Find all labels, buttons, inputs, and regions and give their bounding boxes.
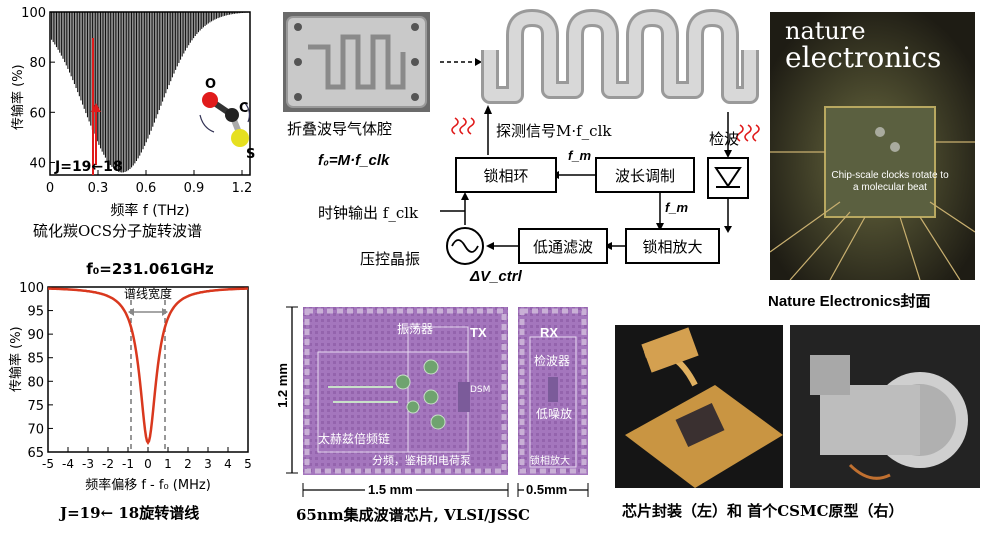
lockin-block: 锁相放大 [625,228,720,264]
system-diagram [440,9,760,265]
cover-tagline: Chip-scale clocks rotate to a molecular … [831,170,949,193]
spectrum-y-tick: 60 [29,106,46,121]
fm-label-1: f_m [568,148,592,163]
line-y-tick: 80 [27,375,44,390]
spectrum-y-label: 传输率 (%) [10,64,26,130]
chip-package-photo [615,325,783,488]
line-y-tick: 90 [27,328,44,343]
lpf-block: 低通滤波 [518,228,608,264]
probe-label: 探测信号M·f_clk [496,122,612,140]
cover-brand-top: nature [785,17,866,45]
line-x-tick: -5 [42,457,54,471]
f0-formula: f₀=M·f_clk [318,152,390,169]
chip-height-label: 1.2 mm [274,363,290,408]
line-y-tick: 100 [19,281,44,296]
signal-squiggle-left [451,117,475,135]
line-y-tick: 85 [27,352,44,367]
cover-brand-bottom: electronics [785,41,942,74]
line-x-tick: -1 [122,457,134,471]
spectrum-x-label: 频率 f (THz) [110,202,189,219]
cover-caption: Nature Electronics封面 [768,293,931,310]
nature-electronics-cover [770,12,975,280]
dsm-label: DSM [470,385,491,395]
pll-block: 锁相环 [455,157,557,193]
line-y-tick: 75 [27,399,44,414]
atom-s-label: S [246,147,255,162]
line-y-tick: 70 [27,422,44,437]
line-x-tick: -3 [82,457,94,471]
spectrum-y-tick: 40 [29,156,46,171]
vco-label: 压控晶振 [360,250,421,268]
line-y-tick: 65 [27,446,44,461]
j19-annotation: J=19←18 [54,159,123,175]
spectrum-y-tick: 80 [29,56,46,71]
chip-width-label-2: 0.5mm [524,482,570,497]
spectrum-x-tick: 0.9 [184,181,205,196]
rx-label: RX [540,325,559,340]
signal-squiggle-right [736,124,760,142]
waveguide-photo [283,12,430,112]
detector-label: 检波器 [534,354,571,368]
rx-chip-photo [518,307,588,475]
j19-arrowhead [91,103,101,112]
detector-diode-box [707,157,749,199]
waveguide-label: 折叠波导气体腔 [287,120,393,138]
line-x-tick: -2 [102,457,114,471]
lineshape-series [47,287,249,445]
line-x-tick: -4 [62,457,74,471]
folded-waveguide-icon [481,9,759,104]
line-x-tick: 5 [244,457,252,471]
spectrum-x-tick: 1.2 [232,181,253,196]
divider-label: 分频，鉴相和电荷泵 [372,454,471,467]
line-x-tick: 4 [224,457,232,471]
detect-label: 检波 [709,130,740,148]
fm-label-2: f_m [665,200,689,215]
oscillator-label: 振荡器 [397,322,434,336]
atom-o-label: O [205,77,216,92]
spectrum-y-tick: 100 [21,6,46,21]
line-shape-chart: f₀=231.061GHz 100 95 90 85 80 75 70 65 -5 -4 -3 -2… [8,260,252,493]
atom-c-label: C [239,101,249,116]
line-x-tick: 3 [204,457,212,471]
spectrum-x-tick: 0 [46,181,54,196]
tx-chip-photo [303,307,508,475]
spectrum-frame [49,11,251,176]
lna-label: 低噪放 [536,407,573,421]
csmc-prototype-photo [790,325,980,488]
line-x-tick: 1 [164,457,172,471]
thz-chain-label: 太赫兹倍频链 [318,432,391,446]
line-x-tick: 0 [144,457,152,471]
line-chart-title: f₀=231.061GHz [86,260,214,278]
line-y-tick: 95 [27,305,44,320]
vctrl-label: ΔV_ctrl [470,268,522,285]
line-y-label: 传输率 (%) [8,326,24,392]
ocs-molecule-icon [199,92,251,147]
line-x-label: 频率偏移 f - f₀ (MHz) [85,477,211,493]
spectrum-x-tick: 0.6 [136,181,157,196]
diode-icon [714,167,742,188]
lockin-amp-label: 锁相放大 [530,456,570,467]
packages-caption: 芯片封装（左）和 首个CSMC原型（右） [622,502,904,520]
chip-caption: 65nm集成波谱芯片, VLSI/JSSC [296,506,530,524]
line-x-tick: 2 [184,457,192,471]
spectrum-caption: 硫化羰OCS分子旋转波谱 [33,222,203,240]
chip-height-dimension [283,305,301,475]
clock-output-label: 时钟输出 f_clk [318,204,419,222]
chip-width-label: 1.5 mm [365,482,416,497]
tx-label: TX [470,325,487,340]
spectrum-lines [51,12,248,173]
modulation-block: 波长调制 [595,157,695,193]
spectrum-x-tick: 0.3 [88,181,109,196]
ocs-spectrum-chart: 100 80 60 40 0 0.3 0.6 0.9 1.2 J=19←18 O C S 传输… [10,6,255,219]
linewidth-annotation: 谱线宽度 [124,286,172,301]
line-caption: J=19← 18旋转谱线 [60,504,200,522]
